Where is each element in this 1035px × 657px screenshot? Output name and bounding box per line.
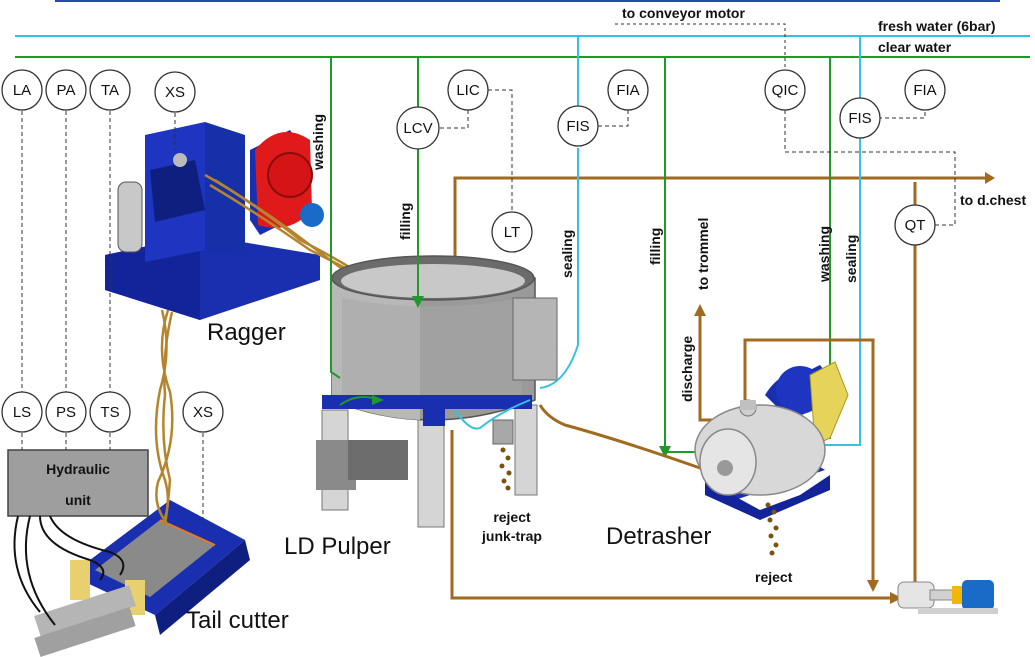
discharge-label: discharge [679, 336, 695, 402]
ragger-label: Ragger [207, 319, 286, 346]
hydraulic-unit-label-1: Hydraulic [46, 461, 110, 477]
fresh-water-pipes [454, 36, 861, 446]
conveyor-motor-label: to conveyor motor [622, 5, 745, 21]
instrument-fia-1: FIA [607, 69, 649, 111]
instrument-lic: LIC [447, 69, 489, 111]
svg-text:FIA: FIA [616, 82, 639, 99]
clear-water-label: clear water [878, 39, 952, 55]
pulper-reject-dots [499, 447, 512, 491]
instrument-ls: LS [1, 391, 43, 433]
sealing-left-label: sealing [559, 230, 575, 278]
detrasher-label: Detrasher [606, 523, 711, 550]
filling-arrow-icon [412, 296, 424, 308]
washing-right-label: washing [816, 226, 832, 283]
instrument-qic: QIC [764, 69, 806, 111]
detrasher-filling-arrow-icon [659, 446, 671, 458]
left-signal-lines [21, 111, 204, 525]
svg-text:PS: PS [56, 404, 76, 421]
hydraulic-unit [7, 449, 149, 517]
filling-mid-label: filling [647, 228, 663, 265]
instrument-xs-top: XS [154, 71, 196, 113]
instrument-qt: QT [894, 204, 936, 246]
svg-text:QIC: QIC [772, 82, 799, 99]
svg-text:XS: XS [165, 84, 185, 101]
instrument-fis-1: FIS [557, 105, 599, 147]
trommel-arrow-icon [694, 304, 706, 316]
conveyor-signal-line [615, 23, 786, 75]
svg-text:FIS: FIS [566, 118, 589, 135]
instrument-la: LA [1, 69, 43, 111]
svg-text:LT: LT [504, 224, 520, 241]
washing-arrow-icon [372, 395, 384, 405]
tail-cutter [34, 500, 250, 657]
instrument-lcv: LCV [396, 106, 440, 150]
svg-text:LA: LA [13, 82, 31, 99]
reject-junktrap-label-1: reject [493, 509, 531, 525]
pump-arrow-icon [890, 592, 902, 604]
svg-text:TS: TS [100, 404, 119, 421]
fresh-water-label: fresh water (6bar) [878, 18, 995, 34]
svg-text:QT: QT [905, 217, 926, 234]
stock-line-to-chest [453, 176, 985, 290]
chest-arrow-icon [985, 172, 995, 184]
sealing-right-label: sealing [843, 235, 859, 283]
hydraulic-hoses [13, 515, 125, 626]
svg-text:XS: XS [193, 404, 213, 421]
to-trommel-label: to trommel [695, 218, 711, 290]
tail-cutter-label: Tail cutter [186, 607, 289, 634]
detrasher [694, 361, 849, 520]
washing-left-label: washing [310, 114, 326, 171]
instrument-lt: LT [491, 211, 533, 253]
svg-text:FIS: FIS [848, 110, 871, 127]
ragger [105, 122, 324, 320]
svg-text:LIC: LIC [456, 82, 480, 99]
instrument-ts: TS [89, 391, 131, 433]
to-dchest-label: to d.chest [960, 192, 1026, 208]
instrument-ps: PS [45, 391, 87, 433]
instrument-ta: TA [89, 69, 131, 111]
svg-text:LS: LS [13, 404, 31, 421]
svg-text:TA: TA [101, 82, 119, 99]
filling-left-label: filling [397, 203, 413, 240]
instrument-fis-2: FIS [839, 97, 881, 139]
reject-junktrap-label-2: junk-trap [481, 528, 542, 544]
ld-pulper [316, 255, 558, 528]
detrasher-reject-dots [765, 502, 779, 556]
signal-lines [440, 89, 956, 226]
svg-text:LCV: LCV [403, 120, 432, 137]
svg-text:PA: PA [57, 82, 76, 99]
svg-text:FIA: FIA [913, 82, 936, 99]
stock-pipes [450, 182, 917, 600]
pump-inlet-arrow-icon [867, 580, 879, 592]
hydraulic-unit-label-2: unit [65, 492, 91, 508]
instrument-xs-bottom: XS [182, 391, 224, 433]
ld-pulper-label: LD Pulper [284, 533, 391, 560]
detrasher-reject-label: reject [755, 569, 793, 585]
instrument-fia-2: FIA [904, 69, 946, 111]
instrument-pa: PA [45, 69, 87, 111]
pump [897, 580, 998, 614]
